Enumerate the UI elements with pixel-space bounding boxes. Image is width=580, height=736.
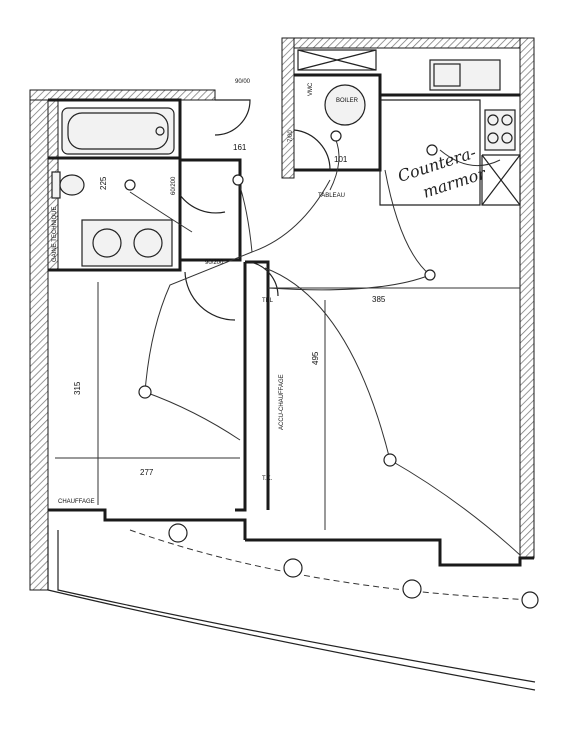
light-living-top [424, 269, 436, 281]
fridge-x2 [481, 154, 521, 206]
toilet-tank [51, 171, 61, 199]
burner-3 [487, 132, 499, 144]
interior-walls [48, 73, 534, 567]
light-bedroom [138, 385, 152, 399]
label-accu: ACCU-CHAUFFAGE [279, 374, 285, 430]
dim-bath-door: 161 [233, 143, 247, 152]
door-wc [179, 194, 226, 214]
wire-7 [389, 459, 521, 556]
dim-boiler-room: 101 [334, 155, 348, 164]
burner-4 [501, 132, 513, 144]
dim-bedroom-width: 277 [140, 468, 154, 477]
light-kitchen [426, 144, 438, 156]
fixtures [51, 49, 516, 267]
right-wall [519, 37, 535, 559]
dimension-labels: 90/00 225 60/200 161 7/00 101 90/200 315… [73, 79, 386, 477]
terrace [47, 525, 536, 691]
terrace-inner [57, 530, 536, 683]
bathtub-drain [155, 126, 165, 136]
door-bath [214, 99, 251, 136]
label-boiler: BOILER [336, 98, 359, 104]
door-boiler [293, 129, 331, 171]
label-chauffage: CHAUFFAGE [58, 499, 95, 505]
bathtub-inner [67, 112, 169, 150]
sink-left [92, 228, 122, 258]
wire-4 [144, 391, 241, 441]
light-living [383, 453, 397, 467]
toilet-bowl [59, 174, 85, 196]
light-boiler [330, 130, 342, 142]
label-tel: TEL [262, 298, 274, 304]
dim-living-height: 495 [311, 351, 320, 365]
terrace-edge [47, 525, 536, 691]
bedroom-bottom [48, 508, 247, 540]
hall-wall [245, 260, 270, 510]
vmc-box [297, 49, 377, 71]
boiler-tank [324, 84, 366, 126]
wire-1 [129, 191, 193, 233]
light-terrace-1 [168, 523, 188, 543]
wire-9 [384, 169, 431, 276]
light-bath [124, 179, 136, 191]
sink-right [133, 228, 163, 258]
door-bedroom [184, 271, 236, 321]
label-vmc: VMC [308, 82, 314, 96]
burner-2 [501, 114, 513, 126]
label-tk: T.K. [262, 476, 273, 482]
dim-corridor-top: 90/00 [235, 79, 251, 85]
sink-basin [433, 63, 461, 87]
dim-bedroom-door: 90/200 [205, 260, 224, 266]
wire-2 [237, 179, 253, 253]
dim-wc-wall: 60/200 [171, 176, 177, 195]
dim-bedroom-height: 315 [73, 381, 82, 395]
island-counter [379, 99, 481, 206]
left-wall [29, 89, 49, 591]
wire-5 [251, 179, 331, 253]
dim-living-width: 385 [372, 295, 386, 304]
light-terrace-3 [402, 579, 422, 599]
label-gaine: GAINE TECHNIQUE [52, 206, 58, 262]
doors [179, 99, 331, 321]
living-bottom [245, 538, 534, 567]
corridor-wall [180, 158, 242, 262]
wire-3 [144, 251, 253, 393]
top-wall-kitchen [281, 37, 531, 49]
kitchen-sink [429, 59, 501, 91]
burner-1 [487, 114, 499, 126]
dim-boiler-wall: 7/00 [288, 130, 294, 142]
boiler-left-wall [281, 37, 295, 179]
dim-bathroom-width: 225 [99, 176, 108, 190]
terrace-wire [129, 529, 536, 601]
light-terrace-2 [283, 558, 303, 578]
wire-6 [264, 267, 391, 461]
light-corridor [232, 174, 244, 186]
light-terrace-4 [521, 591, 539, 609]
light-points [124, 130, 539, 609]
wire-11 [439, 149, 501, 167]
wire-10 [329, 137, 340, 191]
label-tableau: TABLEAU [318, 193, 345, 199]
door-living [249, 261, 279, 297]
bath-outline [48, 98, 182, 272]
wiring [55, 137, 521, 556]
bedroom-right-wall [235, 262, 247, 512]
vmc-x2 [297, 49, 377, 71]
